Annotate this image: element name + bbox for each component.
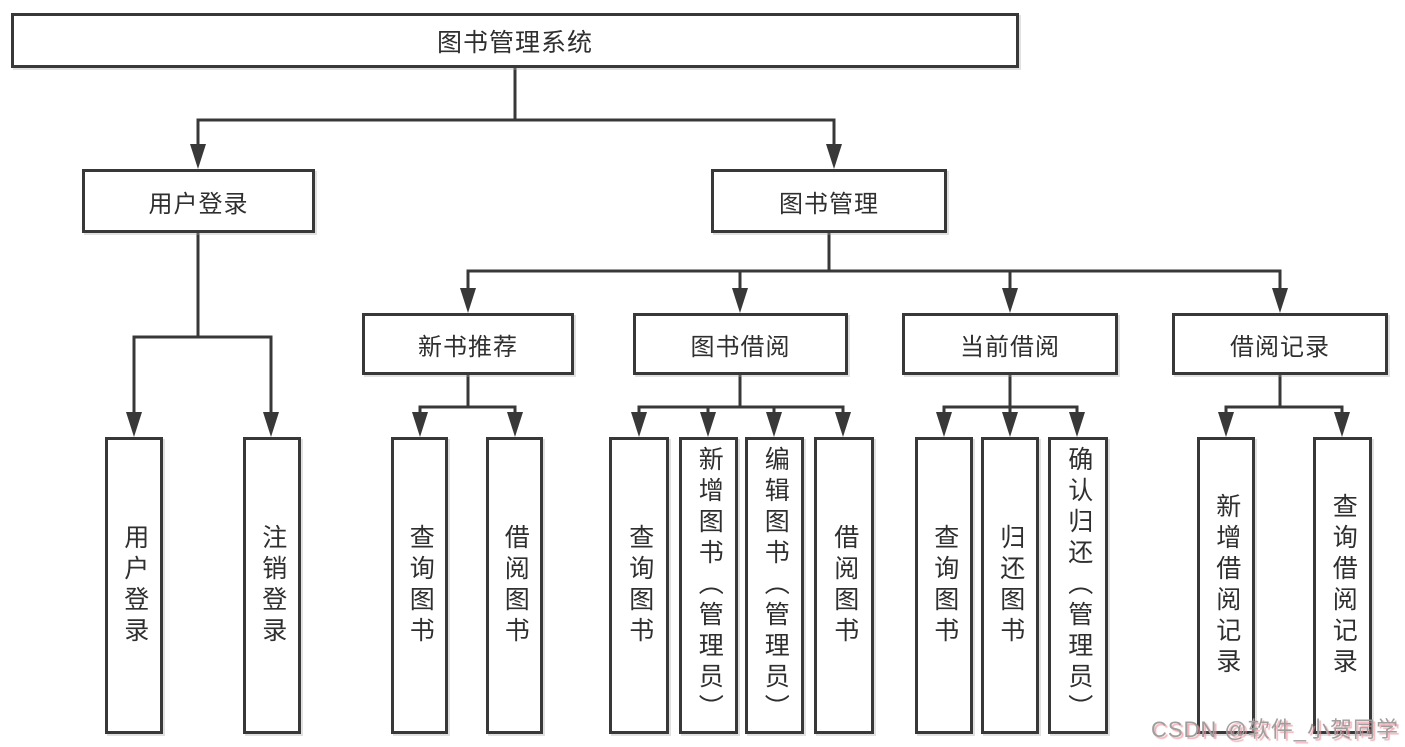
leaf-add-books-admin: 新增图书（管理员） [679,437,738,734]
node-root-system: 图书管理系统 [11,13,1019,68]
leaf-query-books-current: 查询图书 [915,437,973,734]
connector-book-mgmt-children [466,233,1282,290]
connector-user-login-children [132,233,273,414]
arrowheads [126,144,1350,437]
node-current-borrowing: 当前借阅 [902,313,1118,375]
leaf-borrow-books-borrowing: 借阅图书 [814,437,874,734]
leaf-query-books-recommend: 查询图书 [391,437,448,734]
node-book-management: 图书管理 [711,169,947,233]
leaf-query-borrow-record: 查询借阅记录 [1313,437,1372,734]
leaf-logout: 注销登录 [243,437,301,734]
connector-current-borrow-children [942,375,1079,414]
node-user-login: 用户登录 [82,169,315,233]
node-book-borrowing: 图书借阅 [633,313,848,375]
connector-borrow-records-children [1224,375,1344,414]
connector-new-book-rec-children [418,375,517,414]
csdn-watermark: CSDN @软件_小贺同学 [1150,717,1399,742]
connector-book-borrow-children [637,375,845,414]
node-new-book-recommend: 新书推荐 [362,313,574,375]
leaf-borrow-books-recommend: 借阅图书 [486,437,543,734]
leaf-query-books-borrowing: 查询图书 [609,437,669,734]
leaf-add-borrow-record: 新增借阅记录 [1197,437,1255,734]
leaf-edit-books-admin: 编辑图书（管理员） [745,437,804,734]
connector-root-to-level2 [196,68,836,146]
leaf-user-login: 用户登录 [105,437,163,734]
leaf-return-books: 归还图书 [981,437,1039,734]
node-borrow-records: 借阅记录 [1172,313,1388,375]
leaf-confirm-return-admin: 确认归还（管理员） [1048,437,1108,734]
